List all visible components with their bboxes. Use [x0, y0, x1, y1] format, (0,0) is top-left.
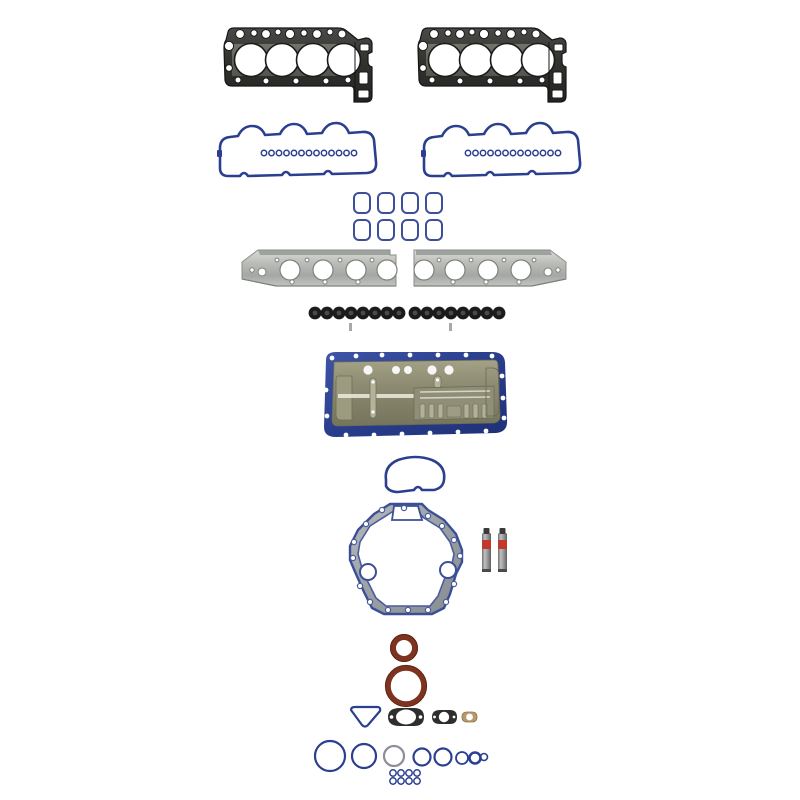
crankshaft-seal-small	[389, 633, 419, 663]
timing-cover-gasket	[344, 498, 470, 620]
valve-stem-seals-right	[408, 305, 506, 331]
valve-cover-gasket-left	[212, 118, 394, 186]
intake-port-gaskets	[353, 192, 451, 244]
scene-title: Complete Engine Gasket Set	[0, 0, 1, 1]
exhaust-manifold-gasket-left	[240, 246, 400, 302]
oil-pan-gasket	[316, 346, 516, 444]
o-ring-set	[312, 738, 489, 774]
head-gasket-right	[412, 18, 588, 110]
sealant-tubes	[480, 528, 512, 576]
head-gasket-left	[218, 18, 394, 110]
egr-gasket	[432, 710, 457, 724]
thermostat-gasket	[349, 705, 382, 728]
micro-o-rings	[388, 768, 422, 788]
valve-stem-seals-left	[308, 305, 406, 331]
crankshaft-seal-large	[383, 663, 429, 709]
water-pump-gasket	[376, 452, 454, 498]
valve-cover-gasket-right	[416, 118, 598, 186]
oil-filter-gasket	[461, 711, 478, 723]
small-gasket-row	[348, 704, 478, 730]
oil-pump-gasket	[388, 708, 424, 726]
exhaust-manifold-gasket-right	[410, 246, 570, 302]
